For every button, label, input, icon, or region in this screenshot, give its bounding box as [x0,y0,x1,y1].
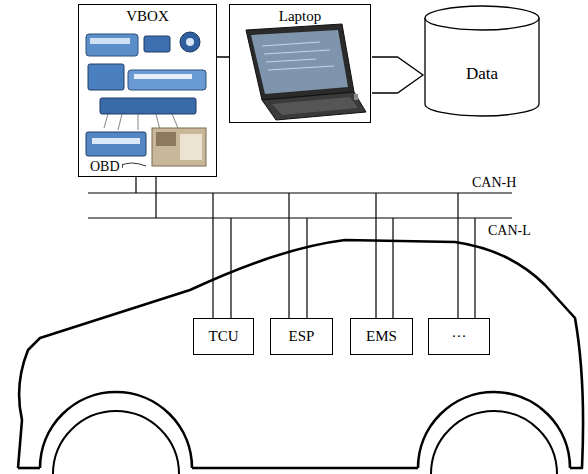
node-text: TCU [209,328,239,345]
database-cylinder: Data [424,6,540,116]
hollow-arrow [372,57,423,93]
can-bus [88,177,512,318]
port-label: OBD [88,159,122,174]
computer-box: Laptop [229,4,371,123]
node-text: VBOX [126,8,169,25]
node-text: ESP [289,328,315,345]
node-text: EMS [366,328,397,345]
ecu-box: ESP [270,318,333,355]
node-text: Data [466,64,498,84]
connector-line [217,57,229,58]
ecu-box: EMS [350,318,413,355]
device-box: VBOX [78,4,217,177]
cylinder-outline [424,6,540,116]
ecu-box: ··· [428,318,490,355]
bus-label: CAN-L [486,223,533,238]
vbox-devices [86,32,206,169]
bus-label: CAN-H [470,175,518,190]
laptop-picture [246,24,366,120]
node-text: ··· [452,328,467,345]
car-outline [18,240,583,474]
ecu-box: TCU [193,318,254,355]
node-text: Laptop [279,8,322,25]
